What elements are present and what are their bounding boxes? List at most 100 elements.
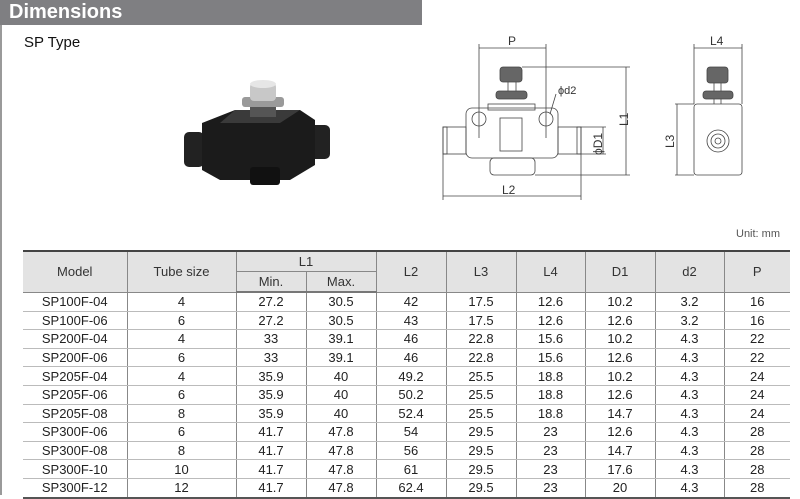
cell-l1-min: 35.9 [235,385,307,405]
cell-p: 28 [723,441,790,461]
cell-d1: 10.2 [584,366,656,386]
cell-d1: 14.7 [584,441,656,461]
cell-l1-min: 27.2 [235,292,307,312]
label-l3: L3 [663,134,677,148]
header-p: P [723,250,790,293]
cell-d1: 10.2 [584,329,656,349]
cell-l4: 23 [515,441,586,461]
section-title: Dimensions [9,1,123,23]
cell-l2: 49.2 [375,366,447,386]
cell-tube-size: 4 [126,366,237,386]
cell-l1-min: 35.9 [235,404,307,424]
cell-l1-min: 33 [235,348,307,368]
cell-model: SP205F-08 [23,404,128,424]
product-photo [184,80,330,185]
header-l3: L3 [445,250,517,293]
cell-tube-size: 10 [126,459,237,479]
cell-d1: 12.6 [584,422,656,442]
cell-l1-min: 41.7 [235,422,307,442]
label-l4: L4 [710,34,724,48]
cell-d2: 4.3 [654,366,725,386]
cell-p: 24 [723,404,790,424]
cell-tube-size: 8 [126,441,237,461]
cell-l2: 46 [375,329,447,349]
product-type-label: SP Type [24,34,81,51]
cell-l1-max: 47.8 [305,441,377,461]
cell-tube-size: 4 [126,329,237,349]
label-d1: ϕD1 [591,133,605,155]
cell-p: 22 [723,348,790,368]
cell-l1-min: 41.7 [235,459,307,479]
cell-l1-max: 30.5 [305,311,377,331]
cell-l4: 12.6 [515,292,586,312]
section-header: Dimensions [0,0,422,25]
cell-l1-min: 41.7 [235,441,307,461]
cell-l4: 18.8 [515,404,586,424]
cell-model: SP205F-04 [23,366,128,386]
cell-l4: 18.8 [515,385,586,405]
cell-d1: 12.6 [584,385,656,405]
dimensions-table: Model Tube size L1 L2 L3 L4 D1 d2 P Min.… [23,250,790,499]
cell-l3: 25.5 [445,404,517,424]
cell-l3: 17.5 [445,292,517,312]
cell-d2: 3.2 [654,311,725,331]
cell-l2: 43 [375,311,447,331]
cell-l1-max: 30.5 [305,292,377,312]
cell-l2: 54 [375,422,447,442]
cell-d2: 4.3 [654,385,725,405]
page-edge [0,0,2,495]
cell-model: SP205F-06 [23,385,128,405]
cell-l1-max: 40 [305,366,377,386]
cell-l3: 17.5 [445,311,517,331]
cell-l1-max: 39.1 [305,329,377,349]
cell-l2: 46 [375,348,447,368]
header-l2: L2 [375,250,447,293]
cell-l3: 25.5 [445,366,517,386]
cell-p: 16 [723,311,790,331]
cell-model: SP300F-12 [23,478,128,499]
cell-tube-size: 6 [126,422,237,442]
header-l4: L4 [515,250,586,293]
header-l1-max: Max. [305,271,376,293]
cell-l3: 29.5 [445,459,517,479]
cell-d1: 12.6 [584,348,656,368]
cell-d1: 10.2 [584,292,656,312]
cell-l3: 22.8 [445,348,517,368]
cell-l1-max: 40 [305,404,377,424]
cell-l1-min: 33 [235,329,307,349]
label-d2: ϕd2 [558,85,576,97]
cell-l3: 25.5 [445,385,517,405]
cell-model: SP200F-06 [23,348,128,368]
cell-l4: 18.8 [515,366,586,386]
cell-p: 28 [723,459,790,479]
cell-tube-size: 6 [126,311,237,331]
header-d2: d2 [654,250,725,293]
cell-d2: 4.3 [654,459,725,479]
cell-d1: 17.6 [584,459,656,479]
dimension-drawing: P ϕd2 L2 L4 L1 ϕD1 L3 [442,34,743,200]
header-tube-size: Tube size [126,250,237,293]
header-l1-min: Min. [236,271,307,293]
cell-l2: 56 [375,441,447,461]
cell-l1-max: 47.8 [305,422,377,442]
cell-l1-max: 39.1 [305,348,377,368]
cell-l3: 29.5 [445,422,517,442]
cell-d1: 12.6 [584,311,656,331]
front-view [442,44,630,200]
cell-p: 24 [723,385,790,405]
cell-tube-size: 8 [126,404,237,424]
cell-l1-max: 47.8 [305,459,377,479]
cell-model: SP200F-04 [23,329,128,349]
label-p: P [508,34,516,48]
cell-model: SP100F-06 [23,311,128,331]
cell-l4: 15.6 [515,329,586,349]
cell-p: 16 [723,292,790,312]
